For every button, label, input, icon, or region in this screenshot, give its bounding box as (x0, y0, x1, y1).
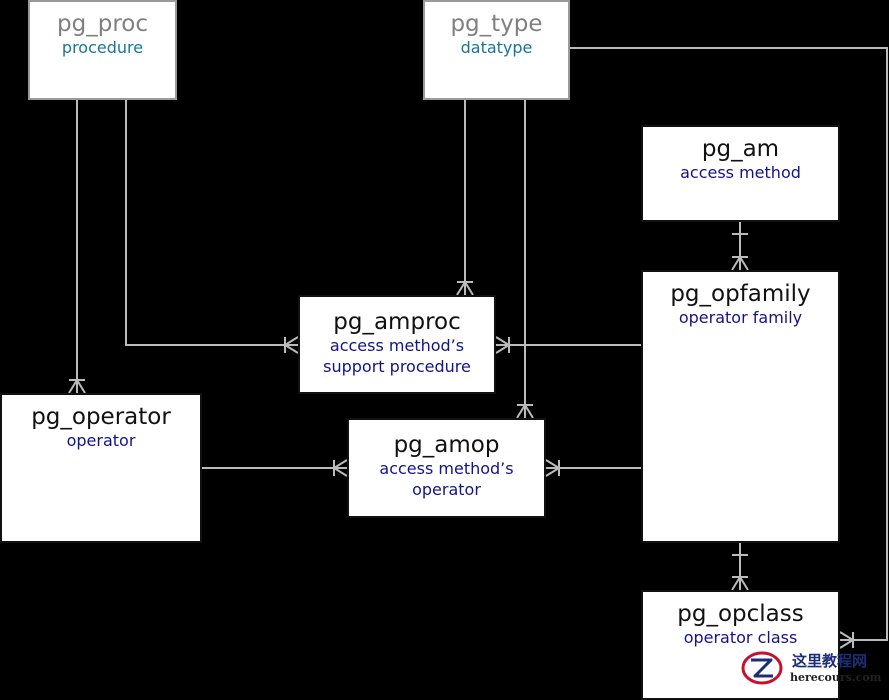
relationship-proc-amproc (125, 100, 299, 354)
watermark: 这里教程网 herecours.com (740, 646, 889, 690)
entity-name: pg_amop (393, 432, 500, 458)
relationship-am-opfamily (731, 222, 749, 271)
entity-pg-amproc: pg_amproc access method’s support proced… (298, 295, 496, 394)
entity-description: access method (680, 163, 801, 182)
entity-pg-am: pg_am access method (641, 125, 840, 222)
entity-pg-amop: pg_amop access method’s operator (347, 418, 546, 518)
relationship-type-amop (516, 100, 534, 419)
watermark-subtitle: herecours.com (790, 671, 882, 684)
entity-pg-type: pg_type datatype (423, 0, 570, 100)
entity-pg-operator: pg_operator operator (0, 393, 202, 543)
relationship-proc-operator (68, 100, 86, 394)
entity-name: pg_opclass (677, 601, 804, 627)
entity-description-line1: access method’s (329, 336, 465, 355)
entity-name: pg_operator (31, 404, 171, 430)
entity-description-line1: access method’s (379, 459, 514, 478)
relationship-operator-amop (202, 459, 348, 477)
entity-description: operator (66, 431, 136, 450)
entity-pg-proc: pg_proc procedure (28, 0, 177, 100)
entity-pg-opfamily: pg_opfamily operator family (641, 270, 840, 543)
relationship-opfamily-amproc (495, 336, 641, 354)
entity-description: procedure (61, 38, 144, 57)
relationship-opfamily-opclass (731, 543, 749, 591)
entity-pg-opclass: pg_opclass operator class (641, 590, 840, 700)
entity-name: pg_type (450, 11, 543, 37)
entity-name: pg_amproc (333, 309, 461, 335)
relationship-opfamily-amop (545, 459, 641, 477)
watermark-title: 这里教程网 (792, 652, 868, 670)
entity-name: pg_am (701, 136, 780, 162)
entity-name: pg_proc (57, 11, 148, 37)
entity-description: operator class (683, 628, 798, 647)
entity-description-line2: operator (412, 480, 481, 499)
entity-description-line2: support procedure (323, 357, 471, 376)
site-logo-icon (741, 651, 783, 685)
entity-description: operator family (678, 308, 803, 327)
entity-name: pg_opfamily (670, 281, 811, 307)
relationship-type-opclass (570, 47, 888, 649)
entity-description: datatype (460, 38, 533, 57)
relationship-type-amproc (456, 100, 474, 296)
